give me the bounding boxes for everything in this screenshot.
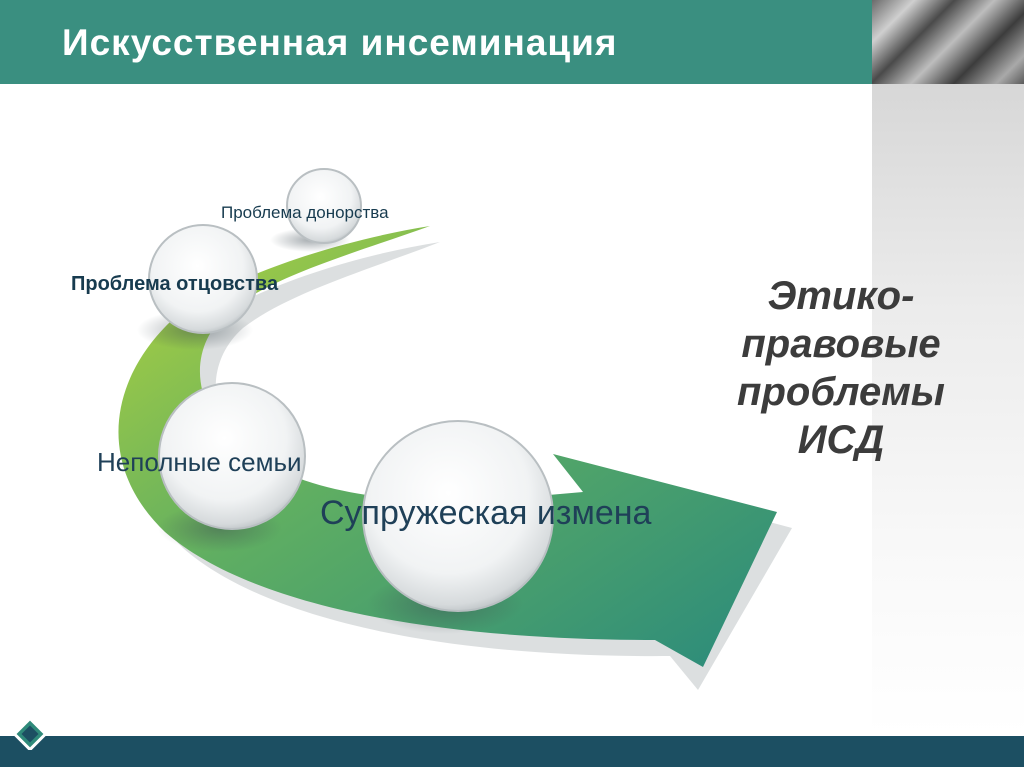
sphere-donor [286, 168, 362, 244]
sphere-adultery [362, 420, 554, 612]
diamond-icon [12, 716, 48, 752]
item-paternity-label: Проблема отцовства [71, 273, 279, 295]
curved-arrow-diagram [118, 168, 792, 690]
item-donor-label: Проблема донорства [221, 203, 389, 222]
side-panel [872, 84, 1024, 736]
title-bar: Искусственная инсеминация [0, 0, 872, 84]
slide-title: Искусственная инсеминация [62, 22, 618, 63]
sphere-paternity [148, 224, 258, 334]
sphere-single-parent [158, 382, 306, 530]
decorative-metal-image [872, 0, 1024, 84]
side-heading: Этико-правовые проблемы ИСД [737, 274, 945, 462]
curved-arrow [118, 226, 778, 667]
item-adultery-label: Супружеская измена [320, 494, 652, 532]
item-single-parent-label: Неполные семьи [97, 447, 302, 477]
footer-bar [0, 736, 1024, 767]
